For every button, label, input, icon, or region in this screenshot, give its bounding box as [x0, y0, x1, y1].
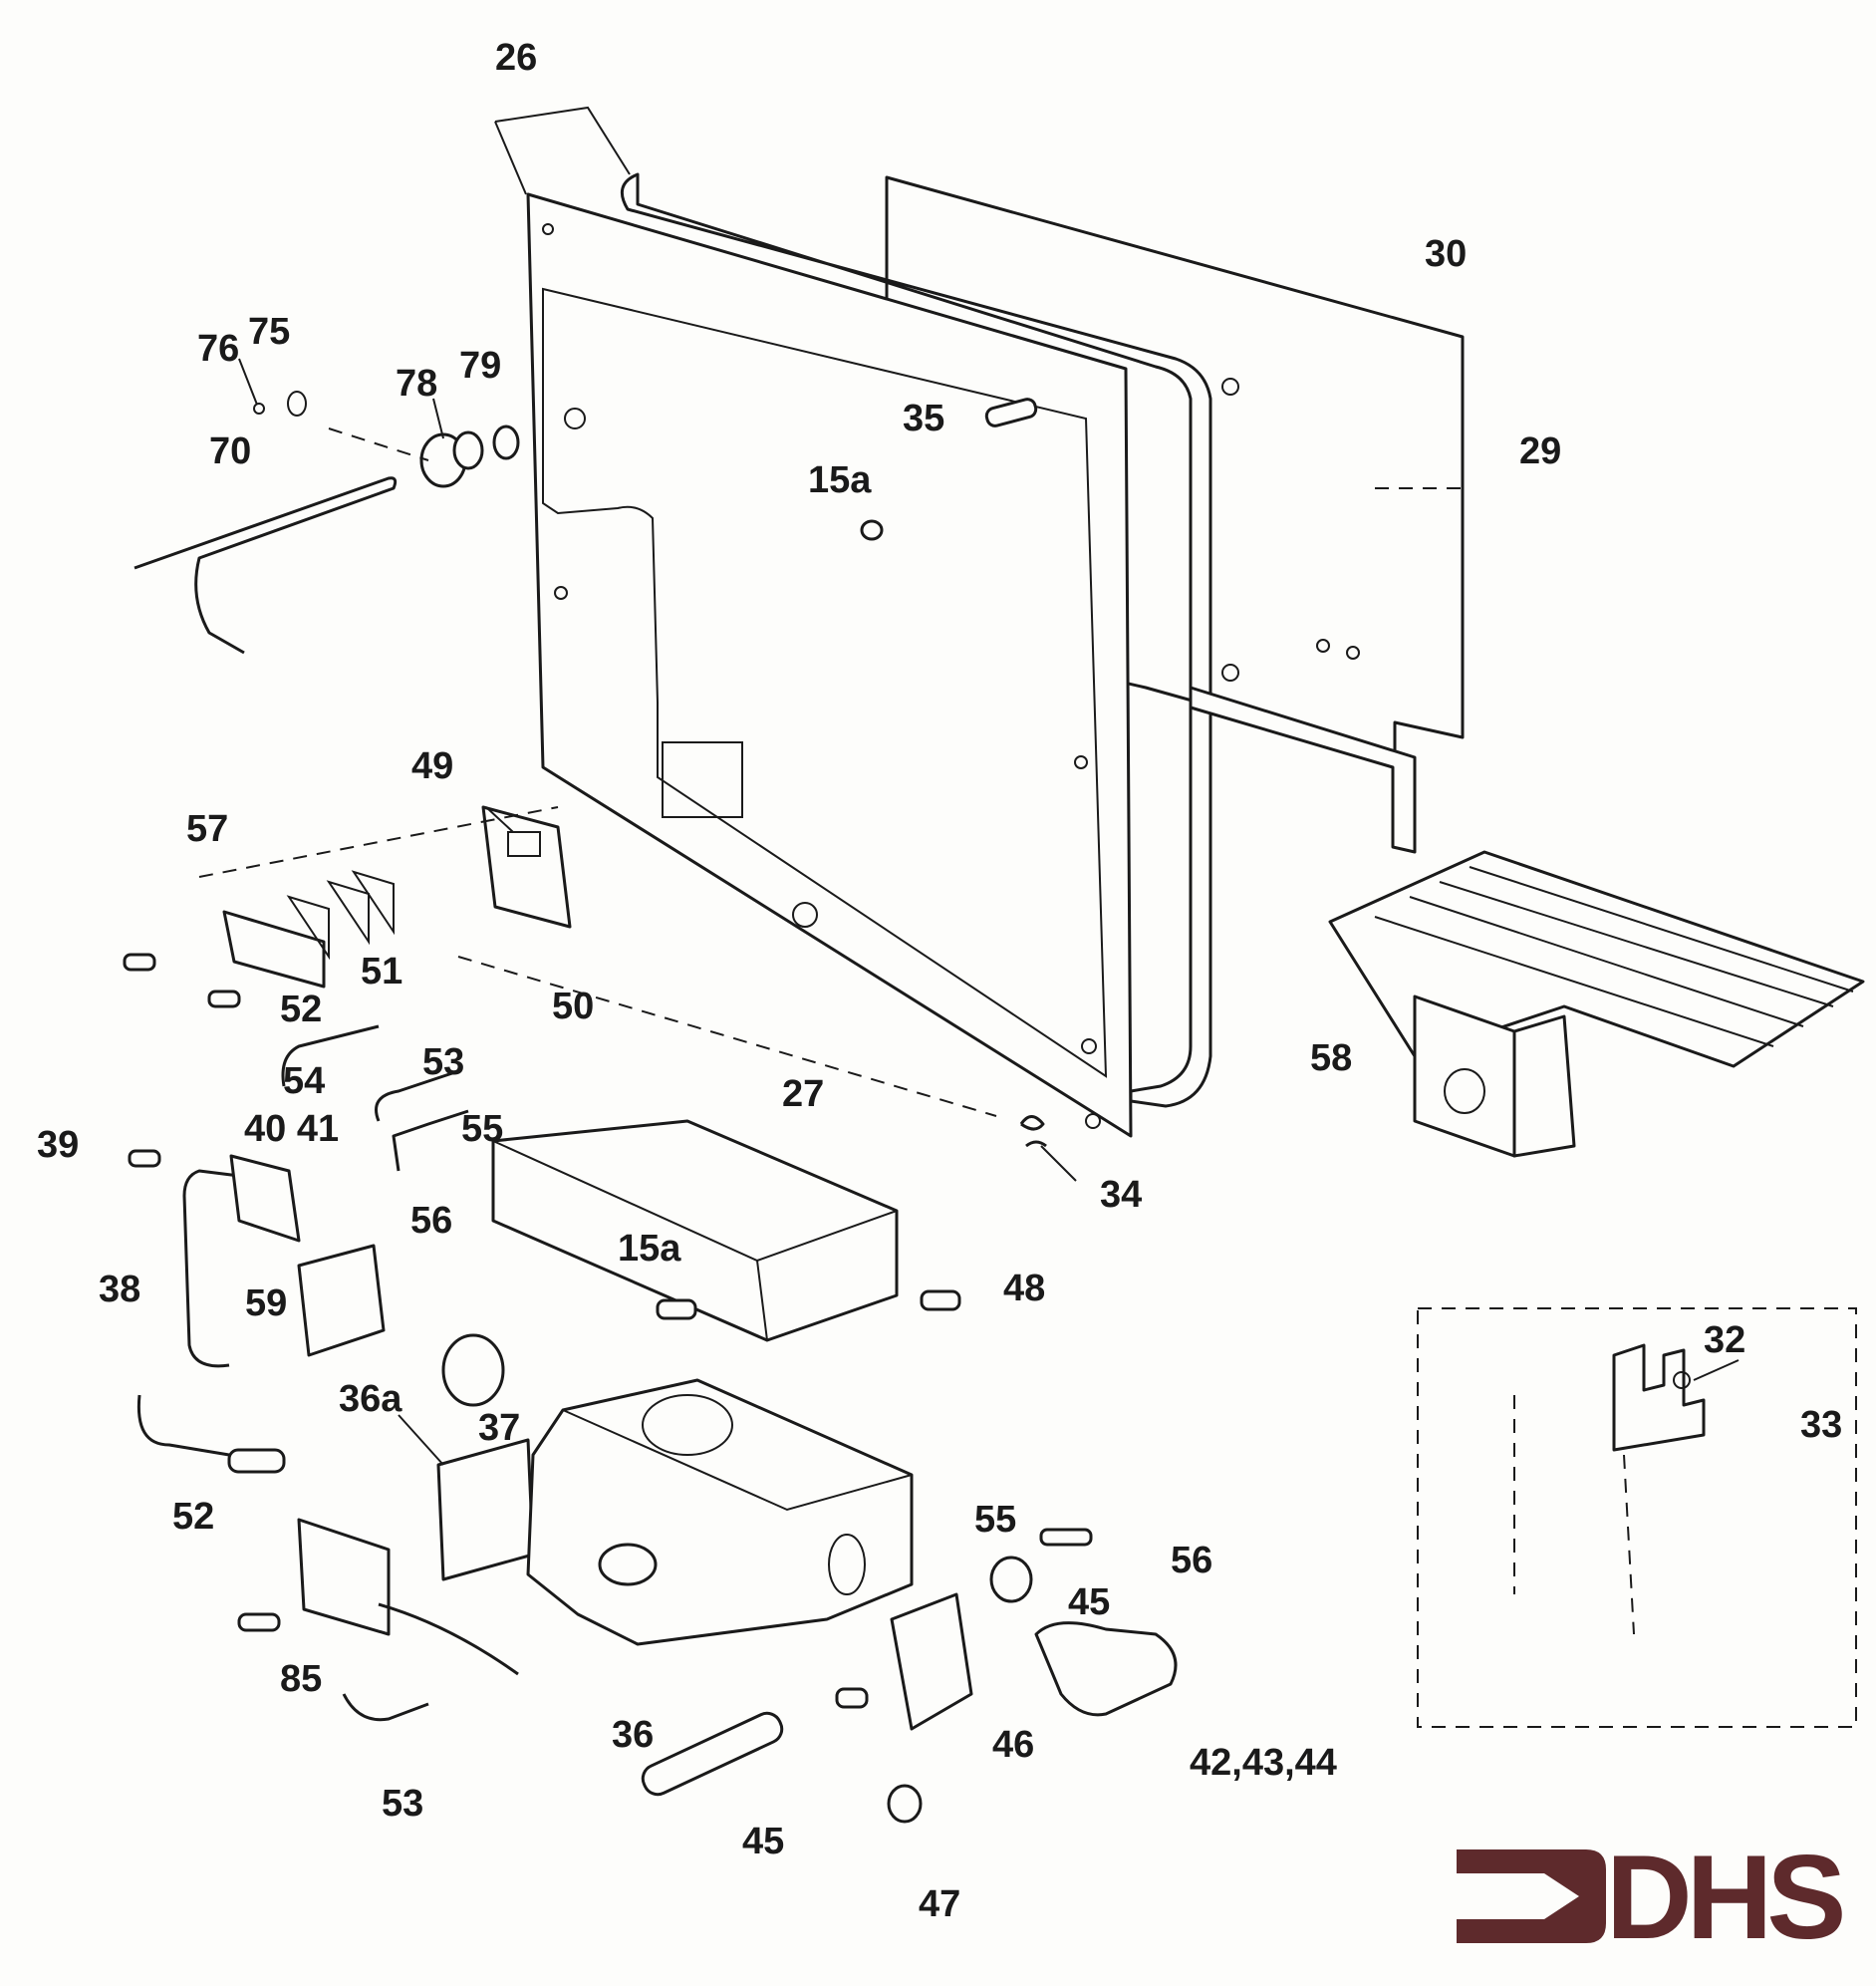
label-85: 85 [280, 1658, 322, 1700]
bracket-49 [198, 805, 997, 1117]
label-54: 54 [283, 1060, 325, 1102]
label-51: 51 [361, 951, 402, 993]
label-53-top: 53 [422, 1041, 464, 1083]
burner-58 [1328, 850, 1865, 1158]
label-50: 50 [552, 986, 594, 1027]
label-15a-bottom: 15a [618, 1228, 681, 1270]
label-38: 38 [99, 1269, 140, 1310]
label-56-bottom: 56 [1171, 1540, 1212, 1581]
leader-lines [238, 106, 1740, 1466]
label-52-bottom: 52 [172, 1496, 214, 1538]
label-53-bottom: 53 [382, 1783, 423, 1825]
label-37: 37 [478, 1407, 520, 1449]
logo-text: DHS [1606, 1831, 1842, 1964]
label-58: 58 [1310, 1037, 1352, 1079]
label-47: 47 [919, 1883, 960, 1925]
knob-assembly-78 [134, 391, 520, 655]
inset-detail [1417, 1307, 1857, 1728]
label-78: 78 [396, 363, 437, 405]
label-76: 76 [197, 328, 239, 370]
gas-pipe-38 [182, 1154, 386, 1368]
label-75: 75 [248, 311, 290, 353]
label-45-bottom: 45 [742, 1821, 784, 1862]
label-48: 48 [1003, 1268, 1045, 1309]
electrodes [123, 953, 469, 1172]
label-29: 29 [1519, 430, 1561, 472]
label-15a-top: 15a [808, 459, 872, 501]
label-27: 27 [782, 1073, 824, 1115]
part-labels: 26 30 29 76 75 78 79 70 35 15a 49 57 51 … [37, 37, 1842, 1925]
small-parts [136, 1394, 1178, 1824]
label-55-bottom: 55 [974, 1499, 1016, 1541]
label-36a: 36a [339, 1378, 402, 1420]
label-79: 79 [459, 345, 501, 387]
label-70: 70 [209, 430, 251, 472]
frame-30 [620, 172, 1417, 1108]
label-56-top: 56 [410, 1200, 452, 1242]
label-34: 34 [1100, 1174, 1142, 1216]
label-59: 59 [245, 1282, 287, 1324]
front-panel-27 [526, 192, 1133, 1138]
label-52-top: 52 [280, 989, 322, 1030]
label-45-right: 45 [1068, 1581, 1110, 1623]
label-26: 26 [495, 37, 537, 79]
dhs-logo: DHS [1457, 1831, 1848, 1964]
label-42-43-44: 42,43,44 [1190, 1742, 1337, 1784]
label-55-top: 55 [461, 1108, 503, 1150]
label-46: 46 [992, 1724, 1034, 1766]
label-36: 36 [612, 1714, 654, 1756]
label-32: 32 [1704, 1319, 1745, 1361]
label-40-41: 40 41 [244, 1108, 339, 1150]
label-33: 33 [1800, 1404, 1842, 1446]
gas-valve-36 [237, 1333, 914, 1676]
label-35: 35 [903, 398, 944, 439]
control-box [491, 1119, 961, 1342]
label-39: 39 [37, 1124, 79, 1166]
label-57: 57 [186, 808, 228, 850]
screws [860, 398, 1047, 1148]
label-49: 49 [411, 745, 453, 787]
label-30: 30 [1425, 233, 1467, 275]
